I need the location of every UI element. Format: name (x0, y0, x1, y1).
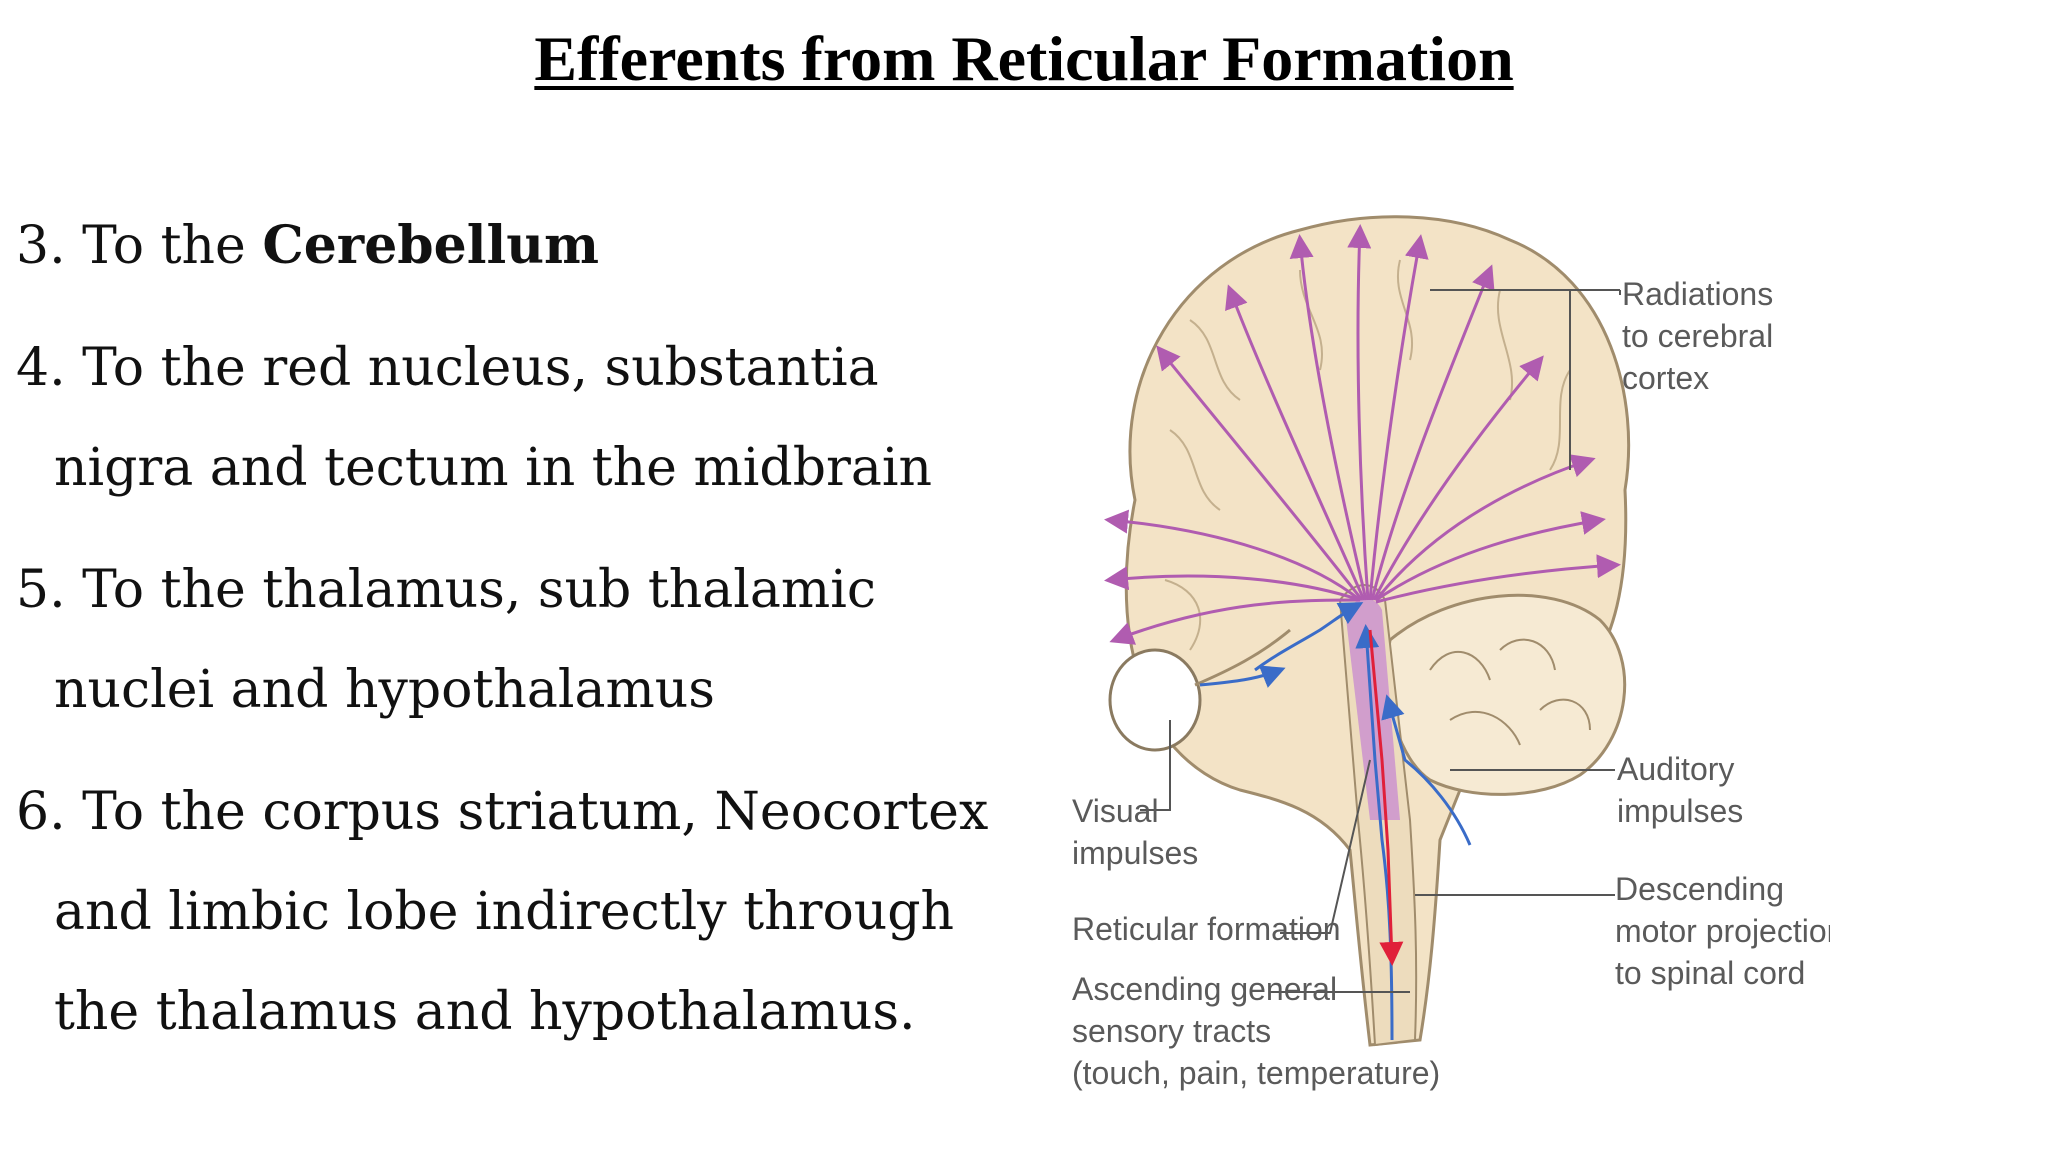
point-6-line3: the thalamus and hypothalamus. (54, 982, 916, 1042)
label-reticular: Reticular formation (1072, 911, 1341, 947)
point-5: 5. To the thalamus, sub thalamic nuclei … (16, 540, 876, 740)
brain-diagram: Radiations to cerebral cortex Auditory i… (1072, 215, 1830, 1091)
label-radiations: Radiations to cerebral cortex (1622, 276, 1782, 396)
label-auditory: Auditory impulses (1617, 751, 1743, 829)
point-6: 6. To the corpus striatum, Neocortex and… (16, 762, 988, 1062)
slide-title: Efferents from Reticular Formation (534, 23, 1514, 94)
point-4: 4. To the red nucleus, substantia nigra … (16, 318, 932, 518)
point-4-line2: nigra and tectum in the midbrain (54, 438, 932, 498)
label-descending: Descending motor projections to spinal c… (1615, 871, 1830, 991)
cortical-radiations (1104, 224, 1621, 645)
cerebellum-shape (1385, 593, 1627, 796)
point-6-line1: 6. To the corpus striatum, Neocortex (16, 782, 989, 842)
point-5-line1: 5. To the thalamus, sub thalamic (16, 560, 876, 620)
point-4-line1: 4. To the red nucleus, substantia (16, 338, 879, 398)
point-5-line2: nuclei and hypothalamus (54, 660, 715, 720)
label-visual: Visual impulses (1072, 793, 1198, 871)
point-3-bold: Cerebellum (262, 215, 600, 276)
point-3-prefix: 3. To the (16, 216, 263, 276)
point-6-line2: and limbic lobe indirectly through (54, 882, 955, 942)
descending-pathway (1368, 629, 1404, 966)
label-ascending: Ascending general sensory tracts (touch,… (1072, 971, 1440, 1091)
eye-shape (1108, 648, 1202, 752)
point-3: 3. To the Cerebellum (16, 196, 599, 296)
